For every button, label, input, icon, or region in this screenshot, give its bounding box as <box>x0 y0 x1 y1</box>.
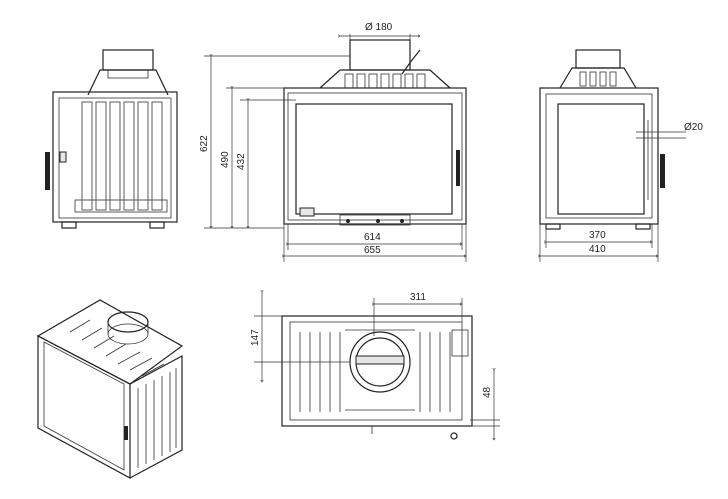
right-side-fins <box>579 71 617 87</box>
right-dimensions: Ø20 370 410 <box>540 122 703 262</box>
front-hood-fins <box>344 73 426 89</box>
dim-top-back-depth: 48 <box>482 386 493 398</box>
dim-inner-width: 614 <box>364 232 381 243</box>
isometric-top-fins <box>69 319 165 377</box>
dim-side-depth-inner: 370 <box>589 230 606 241</box>
dim-side-depth-total: 410 <box>589 244 606 255</box>
top-dimensions: 311 147 48 <box>250 292 500 440</box>
left-side-view <box>45 49 178 229</box>
front-dimensions: Ø 180 622 490 432 614 655 <box>199 22 466 262</box>
isometric-side-fins <box>137 368 177 468</box>
dim-side-offset: Ø20 <box>684 122 703 133</box>
isometric-view <box>36 299 184 480</box>
top-view <box>281 315 473 440</box>
dim-total-height: 622 <box>199 135 210 152</box>
front-view <box>283 39 467 226</box>
dim-total-width: 655 <box>364 245 381 256</box>
left-side-fins <box>81 101 163 211</box>
dim-top-front-depth: 147 <box>250 329 261 346</box>
top-view-fins <box>299 329 451 412</box>
dim-flue-diameter: Ø 180 <box>365 22 393 33</box>
dim-frame-height: 490 <box>220 151 231 168</box>
dim-glass-height: 432 <box>236 153 247 170</box>
dim-top-flue-offset: 311 <box>410 292 426 303</box>
right-side-view <box>539 49 665 230</box>
